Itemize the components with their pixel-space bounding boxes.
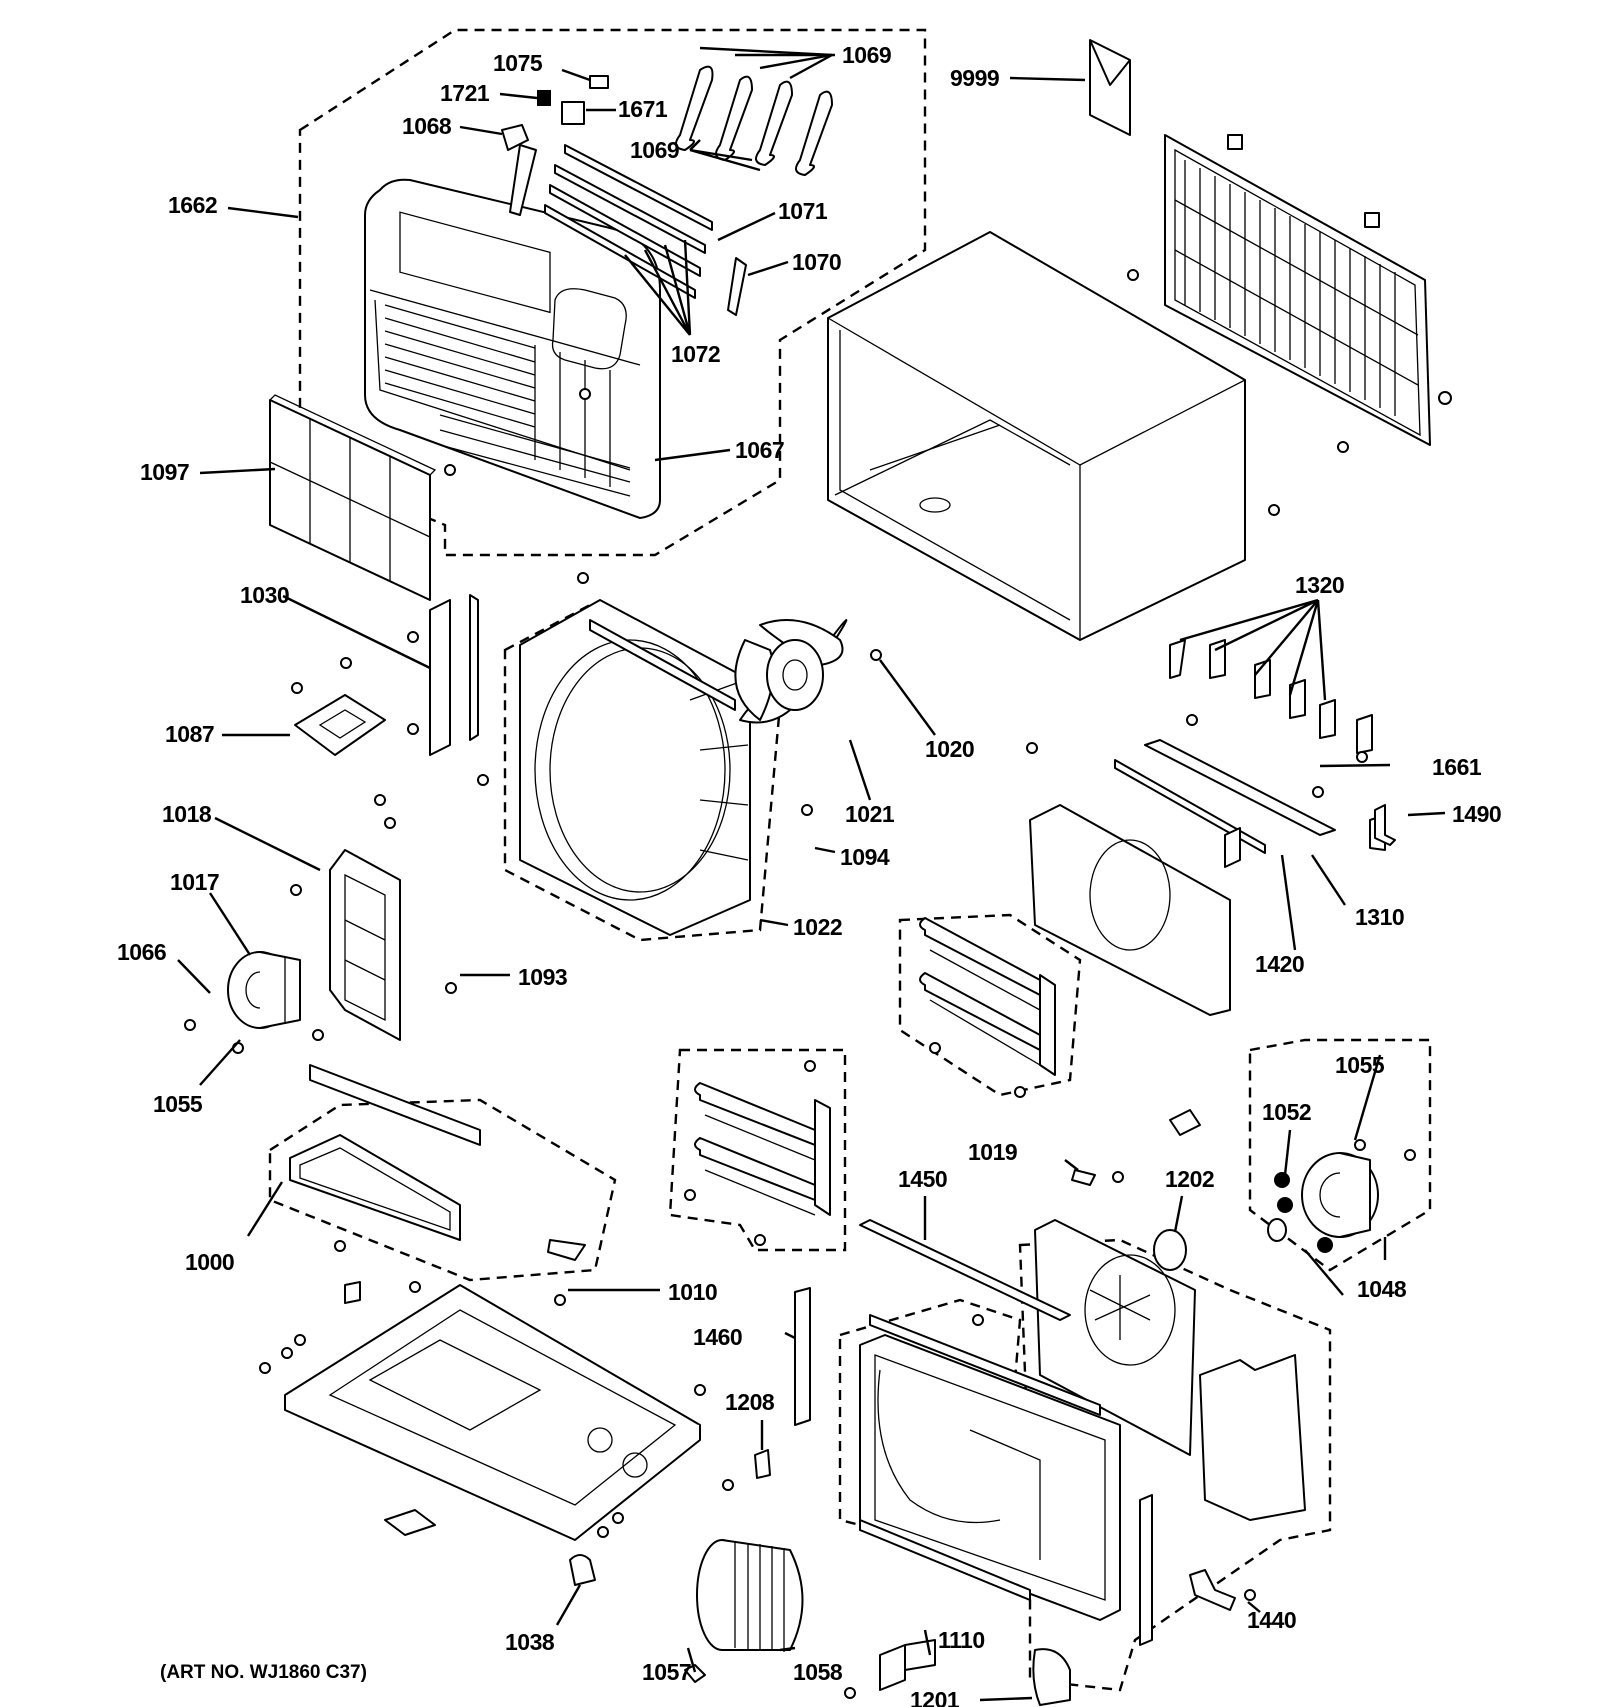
motor-bracket-1018-part — [329, 849, 401, 1041]
bushing-1202-part — [1153, 1229, 1187, 1271]
pivot-1070-part — [727, 257, 747, 316]
control-bracket-1030-part — [429, 594, 479, 756]
callout-1201: 1201 — [910, 1687, 960, 1707]
condenser-fan-blade-part — [734, 619, 882, 724]
callout-1097: 1097 — [140, 459, 189, 485]
callout-1000: 1000 — [185, 1249, 234, 1275]
callout-1460: 1460 — [693, 1324, 742, 1350]
callout-1070: 1070 — [792, 249, 841, 275]
callout-1071: 1071 — [778, 198, 828, 224]
callout-1671: 1671 — [618, 96, 668, 122]
pivot-1068-part — [501, 124, 529, 151]
callout-1030: 1030 — [240, 582, 289, 608]
callout-1721: 1721 — [440, 80, 490, 106]
callout-1069-bottom: 1069 — [630, 137, 679, 163]
callout-1067: 1067 — [735, 437, 784, 463]
screws — [184, 572, 1416, 1699]
clip-1201-part — [1032, 1648, 1071, 1706]
fan-motor-1017-part — [227, 951, 301, 1029]
heater-upper-group-outline — [898, 913, 1082, 1097]
callout-1048: 1048 — [1357, 1276, 1407, 1302]
callout-1055-left: 1055 — [153, 1091, 203, 1117]
callout-1490: 1490 — [1452, 801, 1501, 827]
front-cover-part — [364, 178, 661, 519]
callout-1018: 1018 — [162, 801, 212, 827]
partition-bracket-part — [1029, 739, 1336, 1016]
callout-1420: 1420 — [1255, 951, 1304, 977]
motor-mount-group-outline — [1248, 1038, 1432, 1272]
bracket-1075-part — [589, 75, 609, 89]
callout-1038: 1038 — [505, 1629, 555, 1655]
bracket-1490-part — [1374, 804, 1396, 846]
leader-lines — [177, 46, 1446, 1702]
callout-1662: 1662 — [168, 192, 217, 218]
callout-9999: 9999 — [950, 65, 999, 91]
blower-motor-1048-part — [1267, 1152, 1379, 1253]
louver-clips-part — [675, 65, 833, 176]
block-1721-part — [537, 90, 551, 106]
clip-1019-part — [1071, 1169, 1096, 1186]
callout-1072: 1072 — [671, 341, 720, 367]
rear-grille-part — [1164, 134, 1452, 453]
heater-upper-part — [919, 917, 1056, 1076]
callout-1022: 1022 — [793, 914, 842, 940]
clip-1208-part — [754, 1449, 771, 1479]
heater-lower-part — [694, 1082, 831, 1216]
pivot-strip-part — [509, 144, 537, 216]
callout-1057: 1057 — [642, 1659, 691, 1685]
callout-1066: 1066 — [117, 939, 166, 965]
control-plate-1087-part — [294, 694, 386, 756]
blower-wheel-1058-part — [684, 1539, 804, 1683]
callout-1440: 1440 — [1247, 1607, 1296, 1633]
fan-shroud-group-outline — [503, 603, 782, 942]
callout-1058: 1058 — [793, 1659, 843, 1685]
callout-1019: 1019 — [968, 1139, 1017, 1165]
callout-1069-top: 1069 — [842, 42, 891, 68]
bracket-1440-part — [1189, 1569, 1236, 1611]
clip-1093-part — [1169, 1109, 1201, 1136]
callout-1320: 1320 — [1295, 572, 1344, 598]
bracket-1110-part — [879, 1639, 936, 1691]
callout-1068: 1068 — [402, 113, 452, 139]
callout-1010: 1010 — [668, 1279, 717, 1305]
rear-panel-group-outline — [1018, 1238, 1332, 1692]
callout-1017: 1017 — [170, 869, 219, 895]
callout-1094: 1094 — [840, 844, 890, 870]
callout-1055-right: 1055 — [1335, 1052, 1385, 1078]
callout-1110: 1110 — [938, 1627, 985, 1653]
cabinet-wrapper-part — [827, 231, 1280, 641]
drain-tray-part — [289, 1064, 586, 1261]
clip-1671-part — [561, 101, 585, 125]
callout-1087: 1087 — [165, 721, 214, 747]
callout-1208: 1208 — [725, 1389, 775, 1415]
callout-1310: 1310 — [1355, 904, 1404, 930]
clip-1038-part — [569, 1554, 596, 1586]
air-filter-part — [269, 394, 437, 601]
seal-strip-1460-part — [794, 1287, 811, 1426]
callout-1052: 1052 — [1262, 1099, 1311, 1125]
callout-1202: 1202 — [1165, 1166, 1214, 1192]
drain-tray-group-outline — [268, 1098, 617, 1282]
callout-1021: 1021 — [845, 801, 895, 827]
seal-strip-side-part — [1139, 1494, 1153, 1646]
base-pan-part — [284, 1281, 701, 1541]
rear-partition-part — [1034, 1219, 1306, 1521]
instruction-envelope-part — [1089, 39, 1131, 136]
callout-labels: 1075 1069 1721 1671 1068 1069 1662 1071 … — [117, 42, 1502, 1707]
art-number-label: (ART NO. WJ1860 C37) — [160, 1662, 367, 1683]
callout-1020: 1020 — [925, 736, 974, 762]
callout-1661: 1661 — [1432, 754, 1482, 780]
callout-1450: 1450 — [898, 1166, 947, 1192]
seal-strip-1450-part — [859, 1219, 1071, 1321]
callout-1093: 1093 — [518, 964, 567, 990]
fan-shroud-part — [519, 599, 751, 936]
callout-1075: 1075 — [493, 50, 543, 76]
blower-housing-part — [859, 1314, 1121, 1621]
